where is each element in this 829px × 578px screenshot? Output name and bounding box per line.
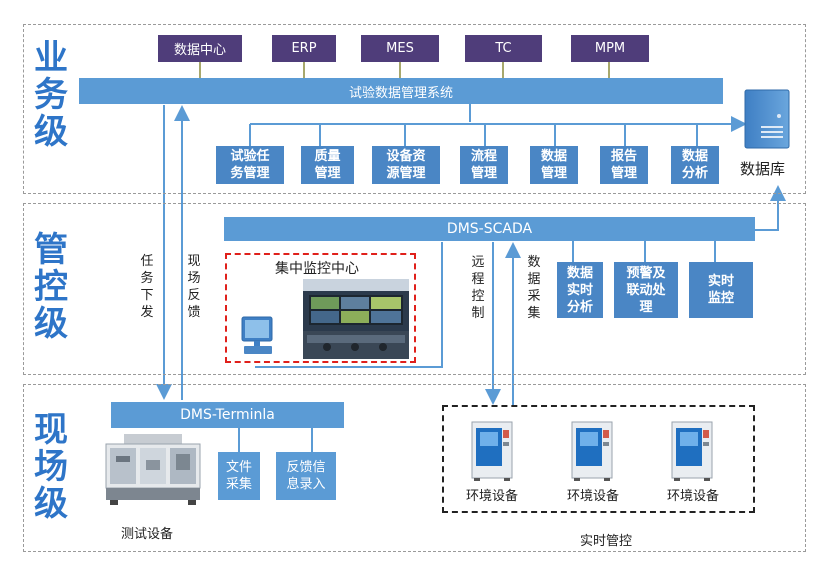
env-chamber-icon: [468, 420, 516, 482]
test-equipment-label: 测试设备: [121, 527, 174, 542]
flow-label-field-feedback: 现场反馈: [187, 254, 201, 320]
realtime-control-label: 实时管控: [580, 534, 633, 549]
module-data: 数据 管理: [530, 146, 578, 184]
control-tier-frame: [23, 203, 806, 375]
realtime-control-frame: [442, 405, 755, 513]
external-system-tc: TC: [465, 35, 542, 62]
terminal-bar: DMS-Terminla: [111, 402, 344, 428]
monitor-center-label: 集中监控中心: [275, 261, 359, 277]
external-system-erp: ERP: [272, 35, 336, 62]
env-device-label-1: 环境设备: [466, 489, 519, 504]
module-realtime-monitor: 实时 监控: [689, 262, 753, 318]
test-equipment-image: [96, 430, 208, 506]
env-chamber-icon: [668, 420, 716, 482]
computer-icon: [240, 315, 276, 357]
scada-to-db-arrow: [755, 185, 786, 231]
module-equipment-resource: 设备资 源管理: [372, 146, 440, 184]
flow-label-remote-control: 远程控制: [471, 255, 485, 321]
module-file-collection: 文件 采集: [218, 452, 260, 500]
server-icon: [743, 88, 791, 150]
external-system-mpm: MPM: [571, 35, 649, 62]
external-connectors: [199, 62, 610, 78]
module-data-analysis: 数据 分析: [671, 146, 719, 184]
scada-bar: DMS-SCADA: [224, 217, 755, 241]
monitor-center-frame: [225, 253, 416, 363]
env-chamber-icon: [568, 420, 616, 482]
business-tier-frame: [23, 24, 806, 194]
external-system-mes: MES: [361, 35, 439, 62]
module-feedback-entry: 反馈信 息录入: [276, 452, 336, 500]
tier-label-field: 现场级: [34, 410, 68, 524]
field-tier-frame: [23, 384, 806, 552]
env-device-label-2: 环境设备: [567, 489, 620, 504]
module-process: 流程 管理: [460, 146, 508, 184]
tier-label-business: 业务级: [34, 38, 68, 152]
module-warning-linkage: 预警及 联动处 理: [614, 262, 678, 318]
scada-to-monitor-line: [255, 242, 443, 368]
database-label: 数据库: [740, 160, 786, 178]
flow-label-data-collection: 数据采集: [527, 255, 541, 321]
external-system-datacenter: 数据中心: [158, 35, 242, 62]
tier-label-control: 管控级: [34, 230, 68, 344]
module-report: 报告 管理: [600, 146, 648, 184]
module-test-task: 试验任 务管理: [216, 146, 284, 184]
module-quality: 质量 管理: [301, 146, 354, 184]
env-device-label-3: 环境设备: [667, 489, 720, 504]
module-realtime-analysis: 数据 实时 分析: [557, 262, 603, 318]
flow-label-task-issue: 任务下发: [140, 254, 154, 320]
control-room-photo: [303, 279, 409, 359]
main-system-bar: 试验数据管理系统: [79, 78, 723, 104]
